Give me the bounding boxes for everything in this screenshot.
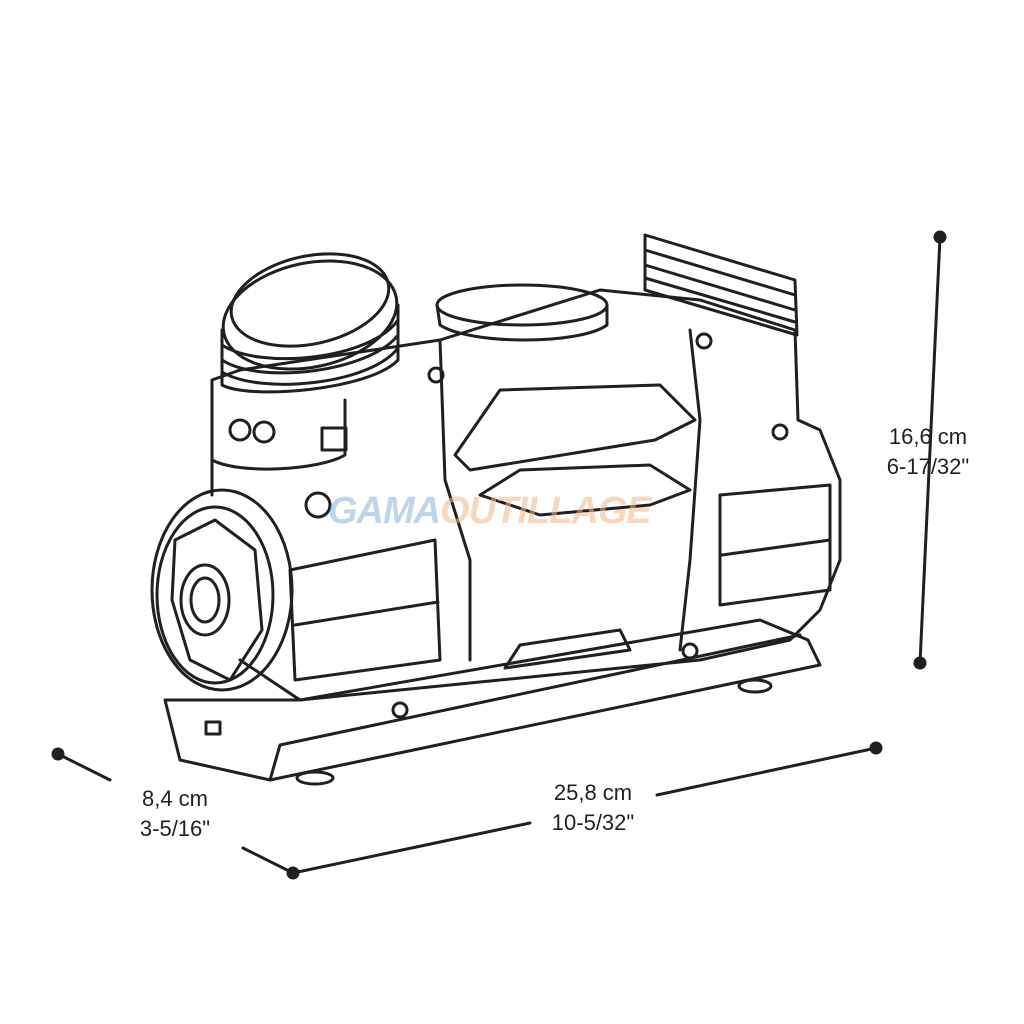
depth-dimension-line	[51, 747, 295, 875]
length-imperial: 10-5/32"	[551, 810, 635, 835]
length-dimension-line	[286, 741, 883, 880]
height-metric: 16,6 cm	[888, 424, 968, 449]
height-dimension-line	[913, 230, 947, 670]
length-metric: 25,8 cm	[553, 780, 633, 805]
depth-imperial: 3-5/16"	[139, 816, 211, 841]
length-label: 25,8 cm 10-5/32"	[530, 778, 656, 838]
pressure-gauge	[210, 252, 400, 471]
watermark: GAMAOUTILLAGE	[328, 490, 652, 532]
compressor-body	[210, 288, 842, 719]
depth-label: 8,4 cm 3-5/16"	[115, 784, 235, 844]
depth-metric: 8,4 cm	[141, 786, 209, 811]
cable-holder	[643, 233, 799, 337]
height-label: 16,6 cm 6-17/32"	[868, 422, 988, 482]
base-plate	[163, 618, 822, 786]
top-cap	[435, 283, 609, 342]
height-imperial: 6-17/32"	[886, 454, 970, 479]
front-end-cap	[150, 488, 294, 692]
